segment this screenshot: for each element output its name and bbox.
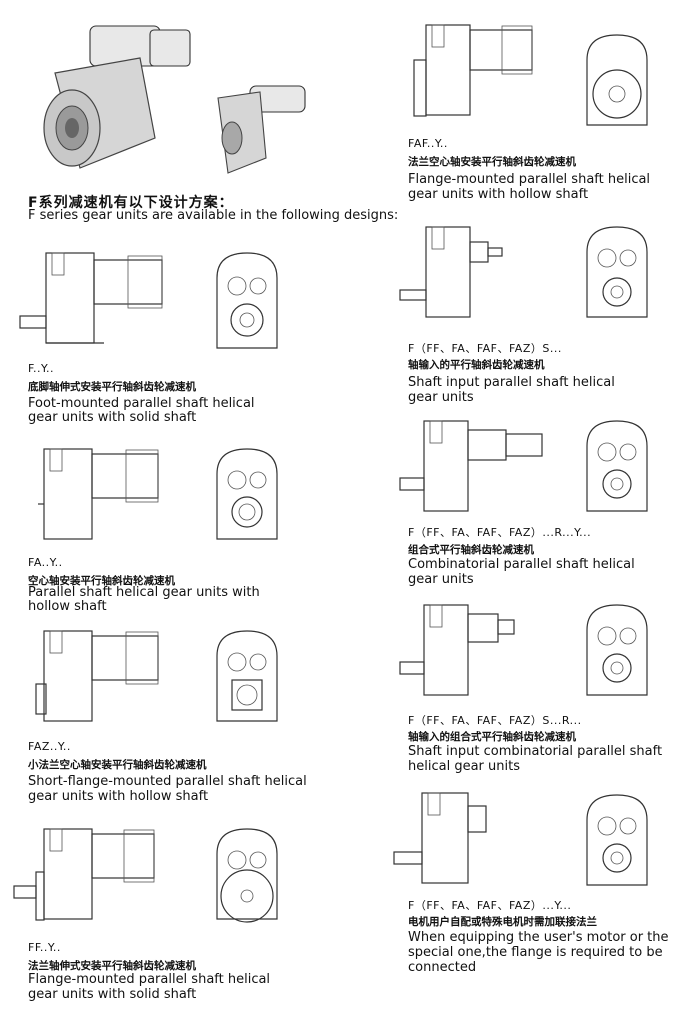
design-en-line1: When equipping the user's motor or the: [408, 930, 669, 945]
drawing-front-custom-motor: [586, 794, 648, 886]
design-en-line2: helical gear units: [408, 759, 520, 774]
design-en-line2: special one,the flange is required to be: [408, 945, 663, 960]
drawing-front-fa-y: [216, 448, 278, 540]
design-cn: 电机用户自配或特殊电机时需加联接法兰: [408, 916, 597, 928]
section-title-cn: F系列减速机有以下设计方案：: [28, 195, 234, 211]
product-photo-large: [30, 18, 200, 169]
product-photo-small: [210, 78, 320, 178]
drawing-side-combinatorial: [399, 420, 543, 512]
drawing-side-f-y: [19, 252, 163, 344]
design-code: FA..Y..: [28, 556, 63, 569]
design-code: F..Y..: [28, 362, 55, 375]
design-en-line3: connected: [408, 960, 477, 975]
design-en-line2: gear units with hollow shaft: [408, 187, 589, 202]
design-code: FF..Y..: [28, 941, 61, 954]
drawing-front-faf-y: [586, 34, 648, 126]
design-cn: 组合式平行轴斜齿轮减速机: [408, 544, 534, 556]
drawing-side-custom-motor: [393, 792, 487, 884]
drawing-front-ff-y: [216, 828, 278, 923]
design-code: F（FF、FA、FAF、FAZ）S...: [408, 342, 562, 355]
drawing-side-shaft-input-combinatorial: [399, 604, 515, 696]
design-en-line1: Combinatorial parallel shaft helical: [408, 557, 635, 572]
design-en-line1: Flange-mounted parallel shaft helical: [28, 972, 271, 987]
design-en-line1: Parallel shaft helical gear units with: [28, 585, 260, 600]
section-title-en: F series gear units are available in the…: [28, 208, 399, 223]
design-cn: 底脚轴伸式安装平行轴斜齿轮减速机: [28, 381, 196, 393]
design-en-line2: hollow shaft: [28, 599, 107, 614]
drawing-side-fa-y: [38, 448, 159, 540]
design-en-line1: Foot-mounted parallel shaft helical: [28, 396, 255, 411]
drawing-side-faz-y: [35, 630, 159, 722]
design-cn: 法兰轴伸式安装平行轴斜齿轮减速机: [28, 960, 196, 972]
design-en-line2: gear units: [408, 572, 474, 587]
design-en-line1: Short-flange-mounted parallel shaft heli…: [28, 774, 307, 789]
design-code: F（FF、FA、FAF、FAZ）...R...Y...: [408, 526, 592, 539]
design-cn: 小法兰空心轴安装平行轴斜齿轮减速机: [28, 759, 207, 771]
design-cn: 空心轴安装平行轴斜齿轮减速机: [28, 575, 175, 587]
drawing-front-shaft-input-combinatorial: [586, 604, 648, 696]
design-en-line1: Shaft input parallel shaft helical: [408, 375, 615, 390]
design-cn: 轴输入的平行轴斜齿轮减速机: [408, 359, 545, 371]
design-en-line2: gear units: [408, 390, 474, 405]
design-code: F（FF、FA、FAF、FAZ）S...R...: [408, 714, 582, 727]
drawing-front-f-y: [216, 252, 278, 349]
design-code: F（FF、FA、FAF、FAZ）...Y...: [408, 899, 572, 912]
design-en-line2: gear units with solid shaft: [28, 987, 197, 1002]
design-en-line2: gear units with solid shaft: [28, 410, 197, 425]
drawing-side-ff-y: [13, 828, 155, 921]
design-en-line1: Shaft input combinatorial parallel shaft: [408, 744, 663, 759]
design-code: FAF..Y..: [408, 137, 448, 150]
drawing-front-faz-y: [216, 630, 278, 722]
drawing-side-faf-y: [413, 24, 533, 117]
design-en-line1: Flange-mounted parallel shaft helical: [408, 172, 651, 187]
drawing-front-combinatorial: [586, 420, 648, 512]
design-en-line2: gear units with hollow shaft: [28, 789, 209, 804]
drawing-front-shaft-input: [586, 226, 648, 318]
design-code: FAZ..Y..: [28, 740, 71, 753]
design-cn: 轴输入的组合式平行轴斜齿轮减速机: [408, 731, 576, 743]
design-cn: 法兰空心轴安装平行轴斜齿轮减速机: [408, 156, 576, 168]
drawing-side-shaft-input: [399, 226, 503, 318]
